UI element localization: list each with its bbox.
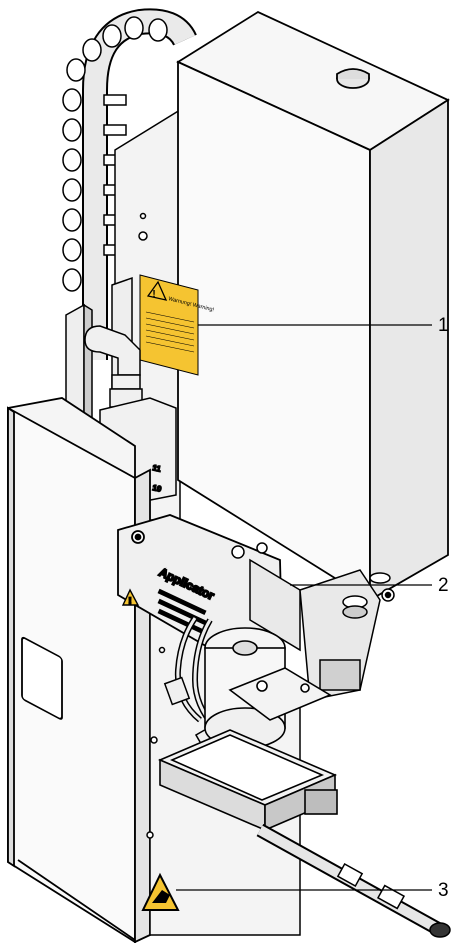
warning-label: ! Warnung! Warning! xyxy=(139,274,215,376)
leader-lines xyxy=(176,324,432,891)
tamp-pad xyxy=(157,729,338,832)
svg-text:!: ! xyxy=(129,596,132,606)
callout-1: 1 xyxy=(438,315,449,336)
cylinder-housing xyxy=(176,10,450,602)
callout-2: 2 xyxy=(438,575,449,596)
scale-mark-11: 11 xyxy=(152,463,163,474)
scale-mark-10: 10 xyxy=(152,483,163,494)
air-hose xyxy=(256,823,451,938)
hand-crush-warning xyxy=(141,872,180,911)
callout-3: 3 xyxy=(438,880,449,901)
base-frame xyxy=(7,397,151,943)
svg-text:!: ! xyxy=(152,289,155,300)
